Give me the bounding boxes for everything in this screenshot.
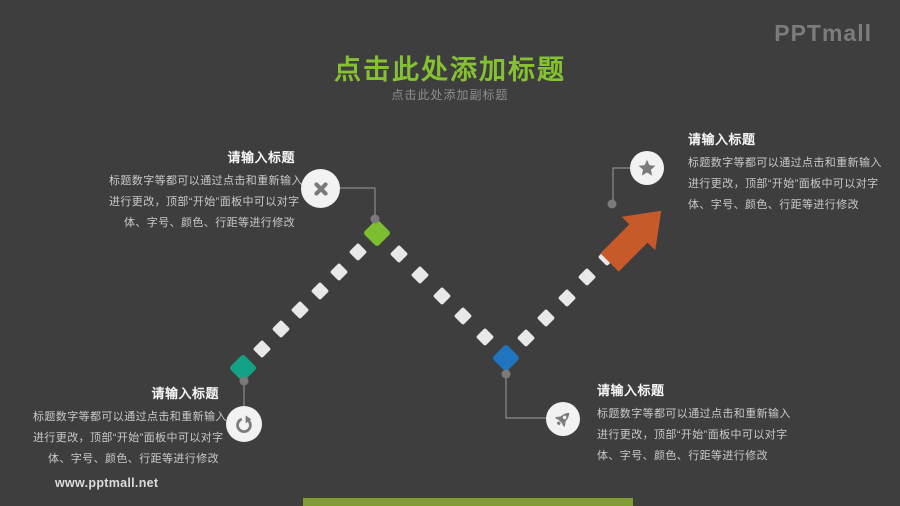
slide-title-placeholder[interactable]: 点击此处添加标题 [334, 55, 566, 85]
close-icon-circle [301, 169, 340, 208]
star-icon-circle [630, 151, 664, 185]
block-heading: 请输入标题 [597, 383, 665, 398]
anchor-dot [370, 214, 380, 224]
anchor-dot [239, 376, 249, 386]
block-body-line: 体、字号、颜色、行距等进行修改 [124, 217, 295, 229]
footer-url: www.pptmall.net [55, 476, 159, 490]
up-right-arrow [600, 210, 662, 272]
block-body-line: 体、字号、颜色、行距等进行修改 [48, 453, 219, 465]
bottom-accent-bar [303, 498, 633, 506]
text-block-top-right[interactable]: 请输入标题 标题数字等都可以通过点击和重新输入 进行更改，顶部“开始”面板中可以… [688, 129, 882, 216]
text-block-top-left[interactable]: 请输入标题 标题数字等都可以通过点击和重新输入 进行更改，顶部“开始”面板中可以… [109, 147, 303, 234]
connector-topright [612, 167, 631, 201]
block-body-line: 进行更改，顶部“开始”面板中可以对字 [688, 178, 879, 190]
anchor-dot [607, 199, 617, 209]
star-icon [638, 159, 656, 176]
block-body-line: 体、字号、颜色、行距等进行修改 [597, 450, 768, 462]
refresh-icon [236, 415, 252, 433]
refresh-icon-circle [226, 406, 262, 442]
block-body-line: 标题数字等都可以通过点击和重新输入 [109, 175, 303, 187]
rocket-icon [554, 412, 570, 428]
block-body-line: 进行更改，顶部“开始”面板中可以对字 [109, 196, 300, 208]
rocket-icon-circle [546, 402, 580, 436]
text-block-bottom-right[interactable]: 请输入标题 标题数字等都可以通过点击和重新输入 进行更改，顶部“开始”面板中可以… [597, 380, 791, 467]
block-body-line: 进行更改，顶部“开始”面板中可以对字 [33, 432, 224, 444]
anchor-dot [501, 369, 511, 379]
connector-bottomright [505, 377, 546, 419]
block-body-line: 标题数字等都可以通过点击和重新输入 [33, 411, 227, 423]
block-body-line: 标题数字等都可以通过点击和重新输入 [597, 408, 791, 420]
connector-topleft [339, 187, 376, 216]
block-heading: 请输入标题 [227, 150, 295, 165]
block-body-line: 体、字号、颜色、行距等进行修改 [688, 199, 859, 211]
block-body-line: 标题数字等都可以通过点击和重新输入 [688, 157, 882, 169]
text-block-bottom-left[interactable]: 请输入标题 标题数字等都可以通过点击和重新输入 进行更改，顶部“开始”面板中可以… [33, 383, 227, 470]
pptmall-logo: PPTmall [774, 20, 872, 46]
close-icon [313, 181, 328, 196]
block-heading: 请输入标题 [688, 132, 756, 147]
slide-subtitle-placeholder[interactable]: 点击此处添加副标题 [391, 88, 509, 102]
block-body-line: 进行更改，顶部“开始”面板中可以对字 [597, 429, 788, 441]
block-heading: 请输入标题 [151, 386, 219, 401]
